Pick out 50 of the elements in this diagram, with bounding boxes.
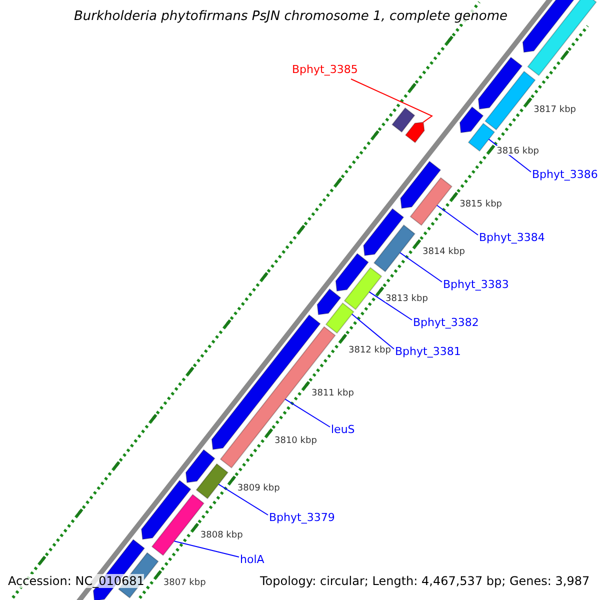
info-text: Topology: circular; Length: 4,467,537 bp; Genes: 3,987	[260, 574, 590, 588]
gene-segment	[410, 177, 452, 226]
gene-label: Bphyt_3382	[413, 316, 479, 330]
gene-segment	[325, 302, 354, 334]
title: Burkholderia phytofirmans PsJN chromosome 1, complete genome	[74, 9, 508, 24]
gene-segment	[468, 122, 496, 152]
scale-label: 3809 kbp	[237, 483, 280, 494]
leader-line	[218, 484, 268, 516]
gene-label: leuS	[331, 423, 355, 437]
gene-label: Bphyt_3384	[479, 231, 545, 245]
gene-segment	[527, 0, 597, 76]
gene-segment	[478, 56, 523, 110]
leader-line	[350, 78, 433, 123]
gene-label: Bphyt_3383	[443, 278, 509, 292]
gene-label: holA	[240, 553, 264, 567]
scale-label: 3813 kbp	[386, 294, 428, 304]
leader-line	[351, 314, 394, 350]
leader-line	[400, 252, 442, 282]
leader-line	[436, 204, 478, 236]
gene-segment	[185, 449, 216, 484]
scale-label: 3810 kbp	[274, 436, 317, 446]
leader-line	[368, 291, 412, 320]
scale-label: 3814 kbp	[422, 246, 465, 257]
gene-segment	[459, 106, 484, 134]
gene-segment	[400, 160, 442, 209]
gene-segment	[316, 288, 342, 316]
gene-segment	[363, 208, 404, 256]
scale-label: 3815 kbp	[460, 200, 502, 210]
gene-label: Bphyt_3381	[395, 345, 461, 359]
scale-label: 3808 kbp	[200, 530, 243, 541]
gene-label: Bphyt_3386	[532, 168, 598, 182]
gene-label: Bphyt_3379	[269, 511, 335, 525]
leader-line	[284, 398, 330, 428]
gene-segment	[196, 463, 228, 500]
scale-label: 3812 kbp	[348, 346, 391, 356]
info-text: Accession: NC_010681	[8, 574, 144, 588]
gene-segment	[140, 480, 192, 540]
gene-label: Bphyt_3385	[292, 63, 358, 77]
scale-label: 3807 kbp	[163, 578, 206, 588]
leader-line	[488, 138, 532, 172]
leader-line	[174, 540, 240, 558]
gene-segment	[335, 252, 369, 292]
gene-segment	[404, 122, 425, 144]
gene-segment	[484, 70, 536, 130]
gene-segment	[373, 224, 416, 272]
gene-segment	[392, 107, 416, 133]
scale-label: 3811 kbp	[312, 388, 354, 399]
gene-segment	[344, 267, 382, 310]
gene-segment	[522, 0, 574, 53]
scale-label: 3817 kbp	[534, 105, 576, 115]
